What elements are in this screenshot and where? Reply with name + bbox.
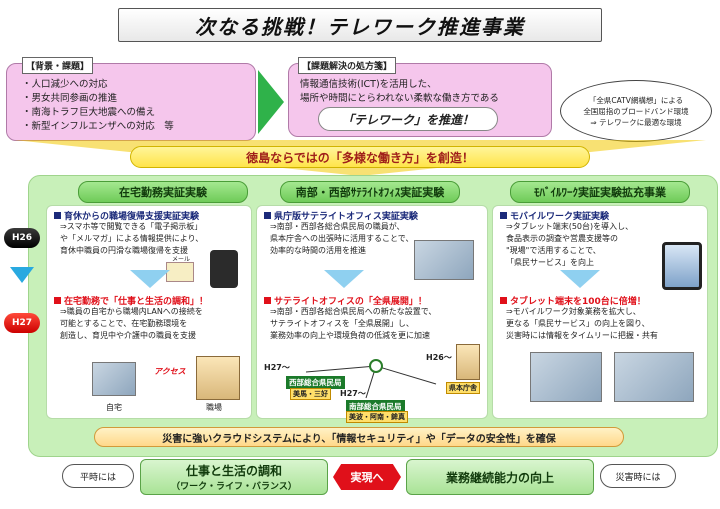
solution-tag: 【課題解決の処方箋】 (298, 57, 397, 74)
down-arrow-icon (560, 270, 600, 288)
col1-sec1-text: ⇒スマホ等で閲覧できる「電子掲示板」 や「メルマガ」による情報提供により、 育休… (60, 222, 204, 255)
year-tag-h27: H27 (4, 313, 40, 333)
list-item: 人口減少への対応 (22, 78, 174, 92)
col2-sec2-title: サテライトオフィスの「全県展開」！ (264, 294, 427, 307)
office-label: 職場 (206, 403, 222, 412)
h27-label-a: H27～ (264, 363, 290, 372)
smartphone-icon (210, 250, 238, 288)
col3-head: ﾓﾊﾞｲﾙﾜｰｸ実証実験拡充事業 (510, 181, 690, 203)
square-bullet-icon (54, 212, 61, 219)
col3-sec2-title: タブレット端末を100台に倍増！ (500, 294, 646, 307)
h27-label-b: H27～ (340, 389, 366, 398)
tablet-icon (662, 242, 702, 290)
square-bullet-icon (54, 297, 61, 304)
down-arrow-icon (10, 267, 34, 283)
field-photo (614, 352, 694, 402)
solution-text: 情報通信技術(ICT)を活用した、 場所や時間にとらわれない柔軟な働き方である (300, 79, 499, 104)
disaster-times-oval: 災害時には (600, 464, 676, 488)
list-item: 男女共同参画の推進 (22, 92, 174, 106)
square-bullet-icon (500, 212, 507, 219)
list-item: 南海トラフ巨大地震への備え (22, 106, 174, 120)
banner: 徳島ならではの「多様な働き方」を創造！ (130, 146, 590, 168)
normal-times-oval: 平時には (62, 464, 134, 488)
envelope-icon (166, 262, 194, 282)
col1-sec2-title: 在宅勤務で「仕事と生活の調和」！ (54, 294, 208, 307)
col1-sec2-text: ⇒職員の自宅から職場内LANへの接続を 可能とすることで、在宅勤務環境を 創造し… (60, 307, 203, 340)
broadband-cloud: 「全県CATV網構想」による 全国屈指のブロードバンド環境 ⇒ テレワークに最適… (560, 80, 712, 142)
page-title-box: 次なる挑戦！テレワーク推進事業 (118, 8, 602, 42)
tablet-use-photo (530, 352, 602, 402)
right-arrow-icon (258, 70, 284, 134)
hq-building-icon (456, 344, 480, 380)
col3-sec2-text: ⇒モバイルワーク対象業務を拡大し、 更なる「県民サービス」の向上を図り、 災害時… (506, 307, 658, 340)
col2-sec2-text: ⇒南部・西部各総合県民局への新たな設置で、 サテライトオフィスを「全県展開」し、… (270, 307, 437, 340)
col1-head: 在宅勤務実証実験 (78, 181, 248, 203)
col3-sec1-text: ⇒タブレット端末(50台)を導入し、 食品表示の調査や営農支援等の "現場"で活… (506, 222, 634, 267)
mail-label: メール (172, 256, 191, 263)
col3-sec1-title: モバイルワーク実証実験 (500, 209, 609, 222)
work-life-balance-box: 仕事と生活の調和 （ワーク・ライフ・バランス） (140, 459, 328, 495)
office-building-icon (196, 356, 240, 400)
meeting-photo (414, 240, 474, 280)
telework-pill: 「テレワーク」を推進！ (318, 107, 498, 131)
cloud-system-bar: 災害に強いクラウドシステムにより、「情報セキュリティ」や「データの安全性」を確保 (94, 427, 624, 447)
realize-badge: 実現へ (333, 464, 401, 490)
h26-label: H26～ (426, 353, 452, 362)
square-bullet-icon (500, 297, 507, 304)
home-label: 自宅 (106, 403, 122, 412)
network-lines (305, 359, 437, 399)
col2-head: 南部・西部ｻﾃﾗｲﾄｵﾌｨｽ実証実験 (280, 181, 460, 203)
col1-sec1-title: 育休からの職場復帰支援実証実験 (54, 209, 199, 222)
year-tag-h26: H26 (4, 228, 40, 248)
down-arrow-icon (324, 270, 364, 288)
access-label: アクセス (154, 367, 186, 376)
background-tag: 【背景・課題】 (22, 57, 94, 74)
tag-west-sub: 美馬・三好 (290, 388, 331, 400)
down-arrow-icon (130, 270, 170, 288)
tag-south-sub: 美波・阿南・鉾真 (346, 411, 408, 423)
page-title: 次なる挑戦！テレワーク推進事業 (195, 14, 525, 39)
background-list: 人口減少への対応 男女共同参画の推進 南海トラフ巨大地震への備え 新型インフルエ… (22, 78, 174, 134)
col2-sec1-title: 県庁版サテライトオフィス実証実験 (264, 209, 418, 222)
col2-sec1-text: ⇒南部・西部各総合県民局の職員が、 県本庁舎への出張時に活用することで、 効率的… (270, 222, 414, 255)
tag-south: 南部総合県民局 (346, 400, 405, 413)
tag-west: 西部総合県民局 (286, 376, 345, 389)
list-item: 新型インフルエンザへの対応 等 (22, 120, 174, 134)
square-bullet-icon (264, 297, 271, 304)
home-photo (92, 362, 136, 396)
square-bullet-icon (264, 212, 271, 219)
business-continuity-box: 業務継続能力の向上 (406, 459, 594, 495)
tag-hq: 県本庁舎 (446, 382, 480, 394)
